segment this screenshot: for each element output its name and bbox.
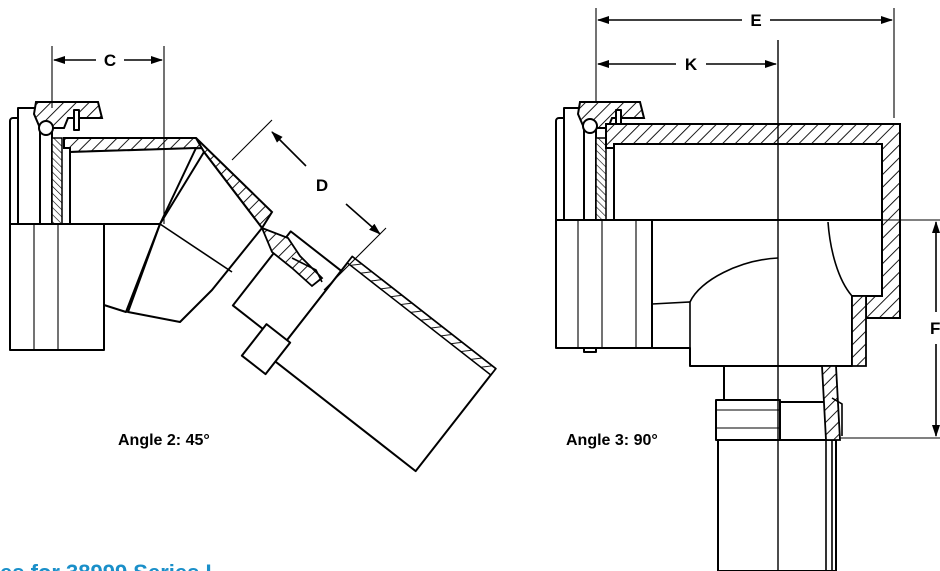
tube-clamp-90	[715, 399, 781, 441]
adapter-45-drawing: C D Angle 2: 45°	[9, 46, 497, 473]
dimension-k-label: K	[685, 55, 698, 74]
shell-lower	[9, 223, 105, 351]
section-heading: es for 38999 Series I	[0, 560, 212, 571]
dimension-c-label: C	[104, 51, 116, 70]
tube-clamp	[240, 323, 292, 376]
dimension-f-label: F	[930, 319, 940, 338]
caption-angle-45: Angle 2: 45°	[118, 432, 210, 449]
o-ring-90	[582, 118, 598, 134]
adapter-90-drawing: E K F Angle 3: 90°	[555, 8, 940, 571]
elbow-housing	[127, 151, 263, 323]
cable-tube-90	[717, 439, 837, 571]
housing-cavity-lower	[651, 219, 883, 367]
tube-collar-90	[723, 365, 837, 403]
grommet	[51, 137, 63, 225]
grommet-90	[595, 137, 607, 221]
housing-cavity-upper	[613, 143, 883, 221]
dimension-d-label: D	[316, 176, 328, 195]
lock-pin	[73, 109, 80, 131]
ferrule-90	[821, 365, 841, 441]
shell-lower-90	[555, 219, 653, 349]
o-ring	[38, 120, 54, 136]
dimension-e-label: E	[750, 11, 761, 30]
ferrule	[260, 226, 324, 288]
caption-angle-90: Angle 3: 90°	[566, 432, 658, 449]
